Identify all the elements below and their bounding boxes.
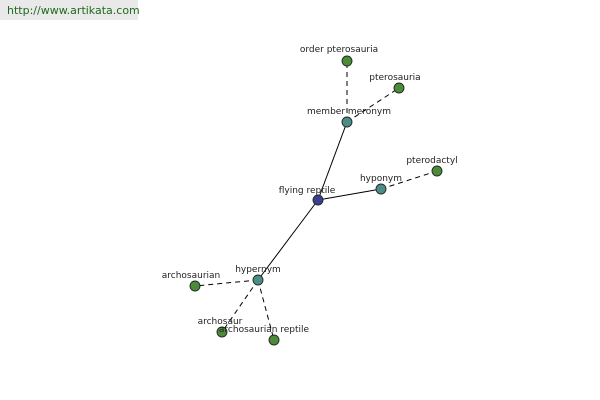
edge-member-meronym-pterosauria [346, 87, 400, 123]
leaf-node-pterodactyl[interactable] [431, 165, 443, 177]
url-banner: http://www.artikata.com [0, 0, 140, 20]
relation-label-hyponym: hyponym [360, 174, 402, 184]
edge-hypernym-archosaurian [194, 279, 259, 287]
leaf-node-archosaur[interactable] [216, 326, 228, 338]
leaf-node-archosaurian-reptile[interactable] [268, 334, 280, 346]
url-link[interactable]: http://www.artikata.com [7, 4, 140, 17]
leaf-label-order-pterosauria: order pterosauria [300, 45, 378, 55]
center-node[interactable] [312, 194, 324, 206]
edge-hypernym-archosaurian-reptile [257, 279, 275, 341]
leaf-label-archosaur: archosaur [198, 317, 243, 327]
leaf-node-order-pterosauria[interactable] [341, 55, 353, 67]
leaf-node-pterosauria[interactable] [393, 82, 405, 94]
leaf-label-pterosauria: pterosauria [369, 73, 420, 83]
edge-hypernym-archosaur [221, 279, 259, 333]
edge-hyponym-pterodactyl [380, 170, 438, 190]
leaf-label-archosaurian-reptile: archosaurian reptile [219, 325, 310, 335]
edge-center-hypernym [257, 199, 319, 281]
leaf-node-archosaurian[interactable] [189, 280, 201, 292]
leaf-label-archosaurian: archosaurian [162, 271, 221, 281]
relation-label-hypernym: hypernym [235, 265, 281, 275]
relation-node-hypernym[interactable] [252, 274, 264, 286]
relation-node-hyponym[interactable] [375, 183, 387, 195]
edge-center-hyponym [317, 188, 382, 201]
relation-label-member-meronym: member meronym [307, 107, 391, 117]
center-node-label: flying reptile [279, 186, 336, 196]
edge-center-member-meronym [317, 121, 348, 201]
leaf-label-pterodactyl: pterodactyl [406, 156, 457, 166]
relation-node-member-meronym[interactable] [341, 116, 353, 128]
